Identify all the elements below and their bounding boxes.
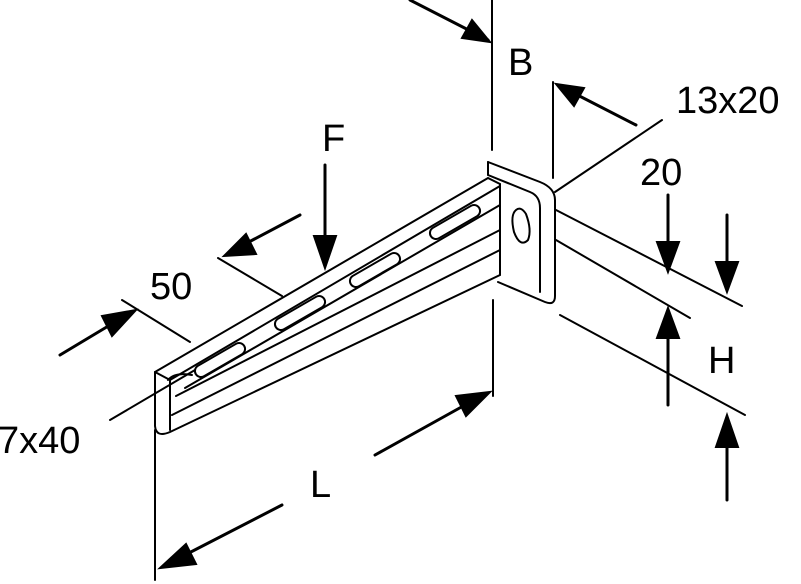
arrow-h-top [655, 305, 681, 407]
leader-7x40 [109, 369, 196, 421]
arrow-50-b [58, 308, 139, 357]
extension-line-h-bottom [559, 314, 746, 416]
arrow-b-left [408, 0, 493, 44]
arrow-b-right [553, 82, 638, 127]
arrow-l-left [157, 503, 284, 570]
label-dim-20: 20 [640, 152, 683, 194]
extension-line-50-b [121, 299, 191, 343]
label-height-h: H [708, 340, 736, 382]
label-length-l: L [310, 464, 332, 506]
label-b: B [508, 42, 534, 84]
extension-line-20-top [555, 209, 743, 307]
arrow-20-top [655, 193, 681, 275]
force-arrow-f [312, 163, 338, 272]
label-dim-50: 50 [150, 266, 193, 308]
label-slot-7x40: 7x40 [0, 420, 81, 462]
bracket-arm [154, 176, 501, 435]
arrow-50-a [221, 213, 302, 258]
extension-line-20-bottom [555, 239, 691, 319]
label-force-f: F [322, 118, 346, 160]
leader-13x20 [554, 119, 663, 193]
label-slot-13x20: 13x20 [676, 80, 780, 122]
arrow-20-bottom [714, 213, 740, 295]
wall-plate [487, 161, 556, 305]
extension-line-50-a [217, 257, 283, 297]
arrow-h-bottom [714, 411, 740, 502]
arrow-l-right [373, 390, 493, 457]
